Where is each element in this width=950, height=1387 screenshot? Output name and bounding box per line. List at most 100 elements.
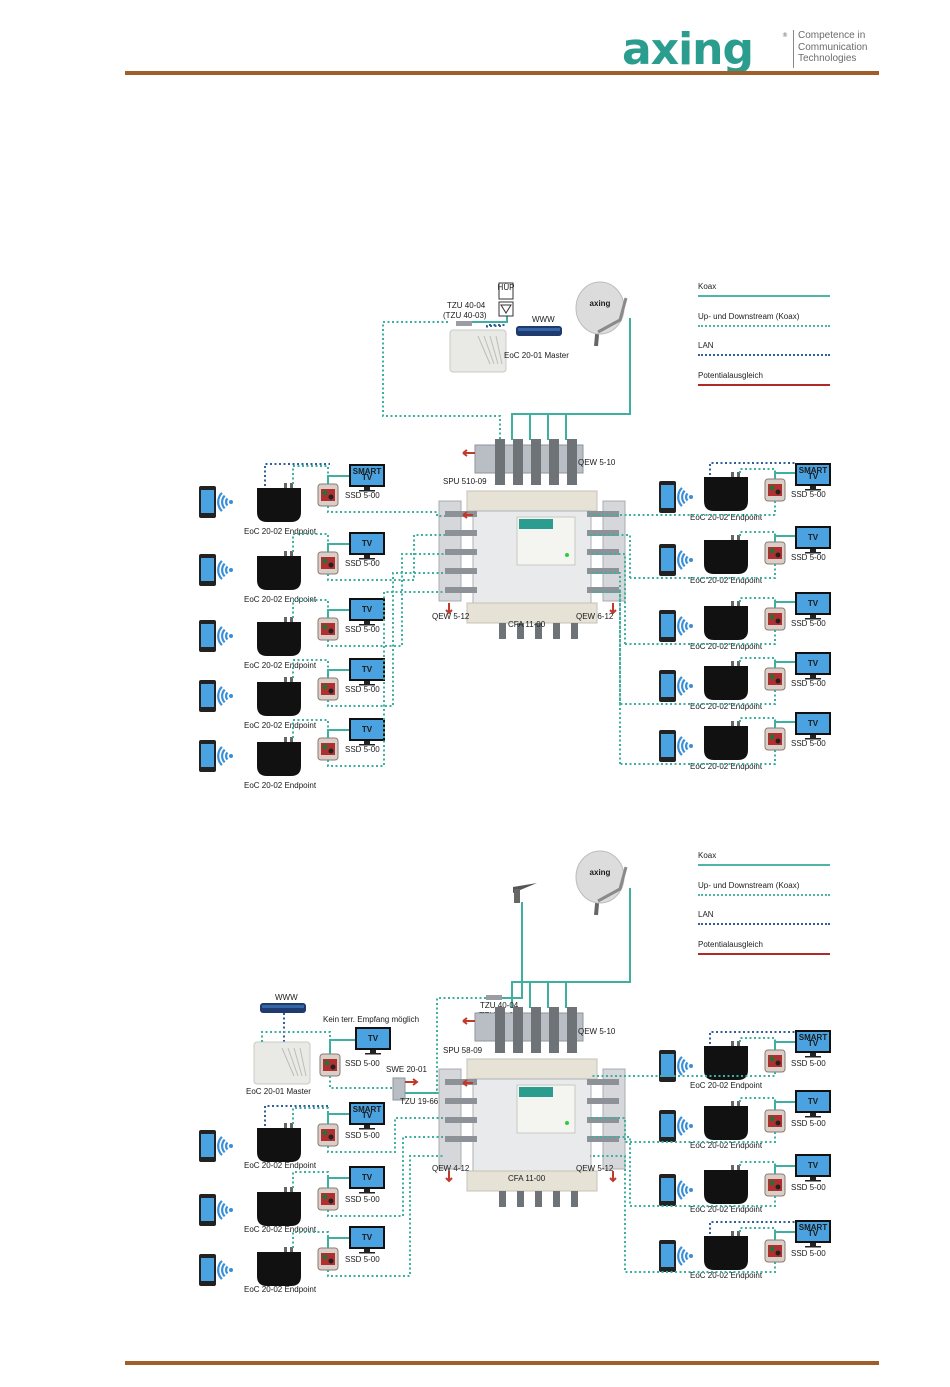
eoc-endpoint-device <box>704 1231 748 1270</box>
socket-port <box>775 1250 781 1256</box>
wifi-arc <box>225 751 229 761</box>
tv-stand <box>810 675 816 678</box>
legend-bottom: Koax Up- und Downstream (Koax) LAN Poten… <box>698 851 830 969</box>
tv-icon: TV <box>795 1090 831 1118</box>
tv-icon: TV <box>795 592 831 620</box>
cfa-terminator <box>499 623 506 639</box>
wifi-arc <box>685 681 689 691</box>
wifi-arc <box>221 562 226 578</box>
wifi-arc <box>677 550 683 570</box>
socket-port <box>328 1258 334 1264</box>
updown-line <box>327 572 445 707</box>
socket-label: SSD 5-00 <box>791 490 826 499</box>
ssd-socket-icon <box>764 478 786 502</box>
updown-line <box>590 534 631 578</box>
wifi-arc <box>225 565 229 575</box>
legend-swatch <box>698 923 830 925</box>
tv-screen <box>797 714 829 733</box>
router-top <box>518 328 560 331</box>
tv-stand <box>810 615 816 618</box>
tv-stand <box>810 1053 816 1056</box>
wifi-icon <box>677 487 693 507</box>
tv-base <box>359 558 375 560</box>
tv-base <box>359 624 375 626</box>
wifi-arc <box>225 497 229 507</box>
wifi-arc <box>677 676 683 696</box>
koax-line <box>774 1231 795 1240</box>
qew-right-label: QEW 6-12 <box>576 612 614 621</box>
endpoint-body <box>704 1046 748 1080</box>
master-vent <box>293 1047 303 1077</box>
terminator-rail-bottom <box>466 1170 598 1192</box>
endpoint-body <box>704 1170 748 1204</box>
updown-line <box>327 1117 445 1153</box>
wifi-arc <box>681 1118 686 1134</box>
koax-line <box>327 475 349 484</box>
koax-line <box>327 1113 349 1124</box>
socket-label: SSD 5-00 <box>791 739 826 748</box>
updown-line <box>739 657 776 668</box>
endpoint-port <box>731 601 734 607</box>
ssd-socket-icon <box>319 1053 341 1077</box>
tv-screen <box>351 534 383 553</box>
cfa-terminator <box>517 1191 524 1207</box>
tv-icon: TV <box>795 1154 831 1182</box>
tv-screen <box>797 1032 829 1051</box>
updown-line <box>292 1231 329 1248</box>
tv-stand <box>364 487 370 490</box>
wifi-arc <box>681 738 686 754</box>
updown-line <box>292 719 329 738</box>
eoc-endpoint-device <box>704 1041 748 1080</box>
wifi-dot <box>229 500 233 504</box>
smartphone-icon <box>199 1254 216 1286</box>
endpoint-port <box>731 1101 734 1107</box>
ssd-socket-icon <box>317 1247 339 1271</box>
koax-line <box>774 661 795 668</box>
socket-port <box>769 734 775 740</box>
legend-swatch <box>698 864 830 866</box>
wifi-arc <box>217 626 223 646</box>
endpoint-label: EoC 20-02 Endpoint <box>690 1081 763 1090</box>
endpoint-port <box>284 1247 287 1253</box>
dish-logo: axing <box>590 868 611 877</box>
socket-port <box>769 1246 775 1252</box>
wifi-icon <box>217 1136 233 1156</box>
eoc-endpoint-device <box>704 1165 748 1204</box>
master-vent <box>281 1047 295 1077</box>
swe-label: SWE 20-01 <box>386 1065 427 1074</box>
updown-line <box>327 1136 445 1217</box>
endpoint-port <box>737 601 740 607</box>
ssd-socket-icon <box>764 727 786 751</box>
eoc-endpoint-device <box>257 737 301 776</box>
master-vent <box>299 1047 307 1077</box>
dish-arm <box>597 297 628 334</box>
tv-label: TV <box>808 719 819 728</box>
endpoint-label: EoC 20-02 Endpoint <box>690 762 763 771</box>
socket-label: SSD 5-00 <box>791 1183 826 1192</box>
antenna-mount <box>514 889 520 903</box>
socket-port <box>322 684 328 690</box>
wifi-arc <box>221 688 226 704</box>
eoc-endpoint-device <box>257 1187 301 1226</box>
updown-line <box>292 599 329 618</box>
output-connector-right <box>587 549 619 555</box>
tv-screen <box>351 1228 383 1247</box>
endpoint-port <box>290 677 293 683</box>
tv-stand <box>364 741 370 744</box>
tv-icon: TV <box>795 712 831 740</box>
socket-body <box>768 1179 782 1191</box>
tv-stand <box>810 1113 816 1116</box>
cfa-terminator <box>553 1191 560 1207</box>
wifi-arc <box>681 489 686 505</box>
phone-screen <box>201 684 214 707</box>
tv-screen <box>797 528 829 547</box>
tv-base <box>359 744 375 746</box>
output-connector-right <box>587 1136 619 1142</box>
